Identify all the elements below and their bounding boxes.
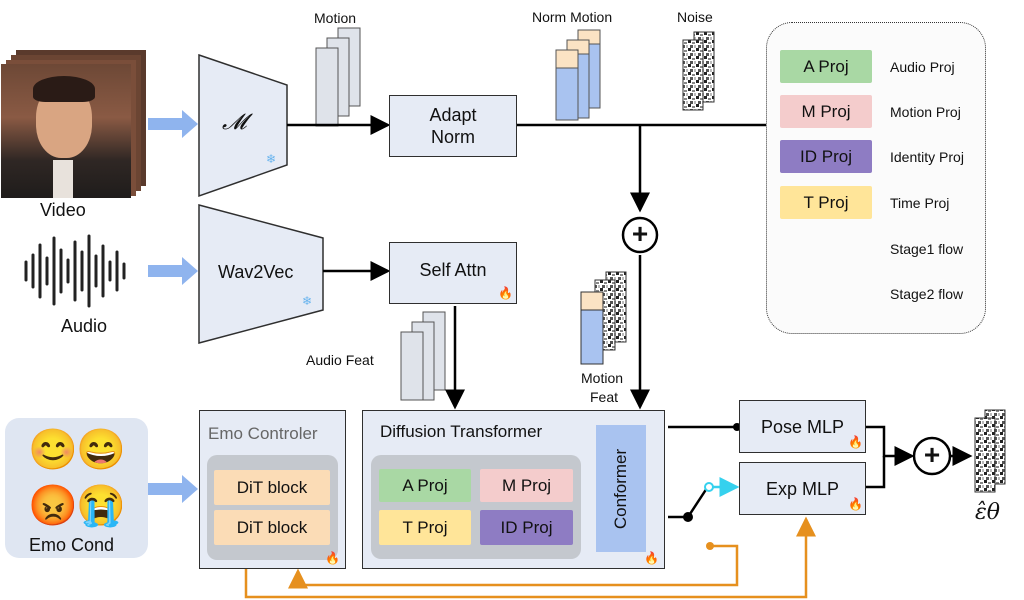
motion-feat-label-line1: Motion (581, 370, 624, 386)
emo-controler-title: Emo Controler (208, 424, 318, 443)
legend-id-proj-swatch: ID Proj (780, 140, 872, 173)
self-attn-label: Self Attn (419, 260, 487, 280)
a-proj-block: A Proj (379, 469, 471, 502)
exp-mlp-block: Exp MLP (739, 462, 866, 515)
smile-emoji: 😊 (28, 428, 78, 472)
legend-id-proj-desc: Identity Proj (890, 149, 964, 165)
adapt-norm-line2: Norm (431, 127, 475, 147)
grin-emoji: 😄 (76, 428, 126, 472)
legend-m-proj-swatch: M Proj (780, 95, 872, 128)
audio-feat-stack (400, 311, 446, 401)
cry-emoji: 😭 (76, 484, 126, 528)
self-attn-block: Self Attn (389, 242, 517, 304)
output-epsilon-label: ε̂θ (975, 500, 1001, 525)
input-arrows (148, 110, 198, 503)
audio-waveform (24, 234, 126, 308)
sum-node-2-symbol: + (923, 439, 941, 470)
motion-feat-stack (580, 271, 627, 365)
dit-block-1: DiT block (214, 470, 330, 505)
m-proj-block: M Proj (480, 469, 573, 502)
sum-node-1-symbol: + (631, 218, 649, 249)
exp-mlp-trainable-icon: 🔥 (848, 497, 863, 511)
emo-controler-trainable-icon: 🔥 (325, 551, 340, 565)
diffusion-transformer-trainable-icon: 🔥 (644, 551, 659, 565)
conformer-block (596, 425, 646, 552)
video-label: Video (40, 200, 86, 220)
output-noise-stack (974, 409, 1006, 493)
diffusion-transformer-title: Diffusion Transformer (380, 422, 543, 441)
legend-t-proj-desc: Time Proj (890, 195, 950, 211)
motion-encoder-frozen-icon: ❄ (266, 152, 277, 166)
exp-mlp-label: Exp MLP (765, 478, 840, 499)
legend-a-proj-desc: Audio Proj (890, 59, 955, 75)
adapt-norm-block: Adapt Norm (389, 95, 517, 157)
legend-a-proj-swatch: A Proj (780, 50, 872, 83)
noise-stack (682, 31, 715, 111)
motion-encoder-symbol: 𝓜 (222, 110, 247, 135)
t-proj-block: T Proj (379, 510, 471, 545)
legend-stage2-label: Stage2 flow (890, 286, 964, 302)
sum-node-2 (912, 436, 952, 476)
legend-t-proj-swatch: T Proj (780, 186, 872, 219)
emo-cond-panel (5, 418, 148, 558)
audio-feat-label: Audio Feat (306, 352, 374, 368)
conformer-label: Conformer (611, 448, 630, 530)
pose-mlp-trainable-icon: 🔥 (848, 435, 863, 449)
pose-mlp-block: Pose MLP (739, 400, 866, 453)
motion-feature-stack (315, 27, 361, 127)
wav2vec-encoder (198, 204, 324, 344)
norm-motion-label: Norm Motion (532, 9, 613, 25)
id-proj-block: ID Proj (480, 510, 573, 545)
pose-mlp-label: Pose MLP (760, 416, 845, 437)
norm-motion-stack (555, 29, 601, 121)
sum-node-1 (621, 216, 659, 254)
legend-m-proj-desc: Motion Proj (890, 104, 961, 120)
legend-stage1-label: Stage1 flow (890, 241, 964, 257)
emo-cond-label: Emo Cond (29, 535, 115, 555)
dit-block-2: DiT block (214, 510, 330, 545)
audio-encoder-frozen-icon: ❄ (302, 294, 313, 308)
motion-label: Motion (314, 10, 357, 26)
audio-encoder-label: Wav2Vec (218, 262, 294, 282)
motion-encoder (198, 53, 288, 198)
video-frame-stack (0, 50, 150, 200)
self-attn-trainable-icon: 🔥 (498, 286, 513, 300)
adapt-norm-line1: Adapt (429, 105, 477, 125)
video-frame-face (1, 64, 131, 198)
motion-feat-label-line2: Feat (590, 389, 619, 405)
noise-label: Noise (677, 9, 713, 25)
audio-label: Audio (61, 316, 108, 336)
angry-emoji: 😡 (28, 484, 78, 528)
